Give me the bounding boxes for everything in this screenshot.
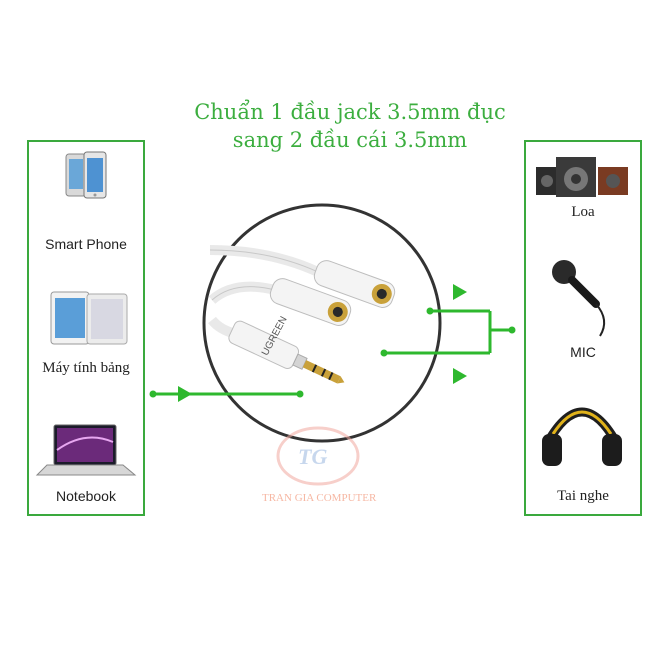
title-line-1: Chuẩn 1 đầu jack 3.5mm đục <box>194 100 506 124</box>
headphones-icon <box>542 407 622 466</box>
output-devices-panel: Loa MIC Tai nghe <box>524 140 642 516</box>
arrow-right-icon <box>453 368 467 384</box>
svg-text:TG: TG <box>298 444 327 469</box>
source-device-icons <box>35 151 137 476</box>
output-label-loa: Loa <box>571 204 595 220</box>
output-device-icons <box>536 157 628 466</box>
source-label-smart-phone: Smart Phone <box>45 236 127 252</box>
output-connectors <box>380 284 516 384</box>
product-circle <box>202 203 442 443</box>
source-label-tablet: Máy tính bảng <box>42 360 130 376</box>
watermark-logo: TG <box>276 426 360 486</box>
output-label-mic: MIC <box>570 344 596 360</box>
output-label-tai-nghe: Tai nghe <box>557 488 609 504</box>
watermark-text: TRAN GIA COMPUTER <box>262 492 377 504</box>
title-line-2: sang 2 đầu cái 3.5mm <box>232 128 468 152</box>
smartphone-icon <box>65 151 107 199</box>
laptop-icon <box>35 424 137 476</box>
microphone-icon <box>552 260 606 337</box>
arrow-right-icon <box>453 284 467 300</box>
arrow-right-icon <box>178 386 192 402</box>
splitter-cable-image: UGREEN <box>208 245 396 384</box>
tablet-icon <box>50 291 128 345</box>
source-label-notebook: Notebook <box>56 488 116 504</box>
speaker-icon <box>536 157 628 197</box>
input-connector <box>149 386 304 402</box>
source-devices-panel: Smart Phone Máy tính bảng Notebook <box>27 140 145 516</box>
